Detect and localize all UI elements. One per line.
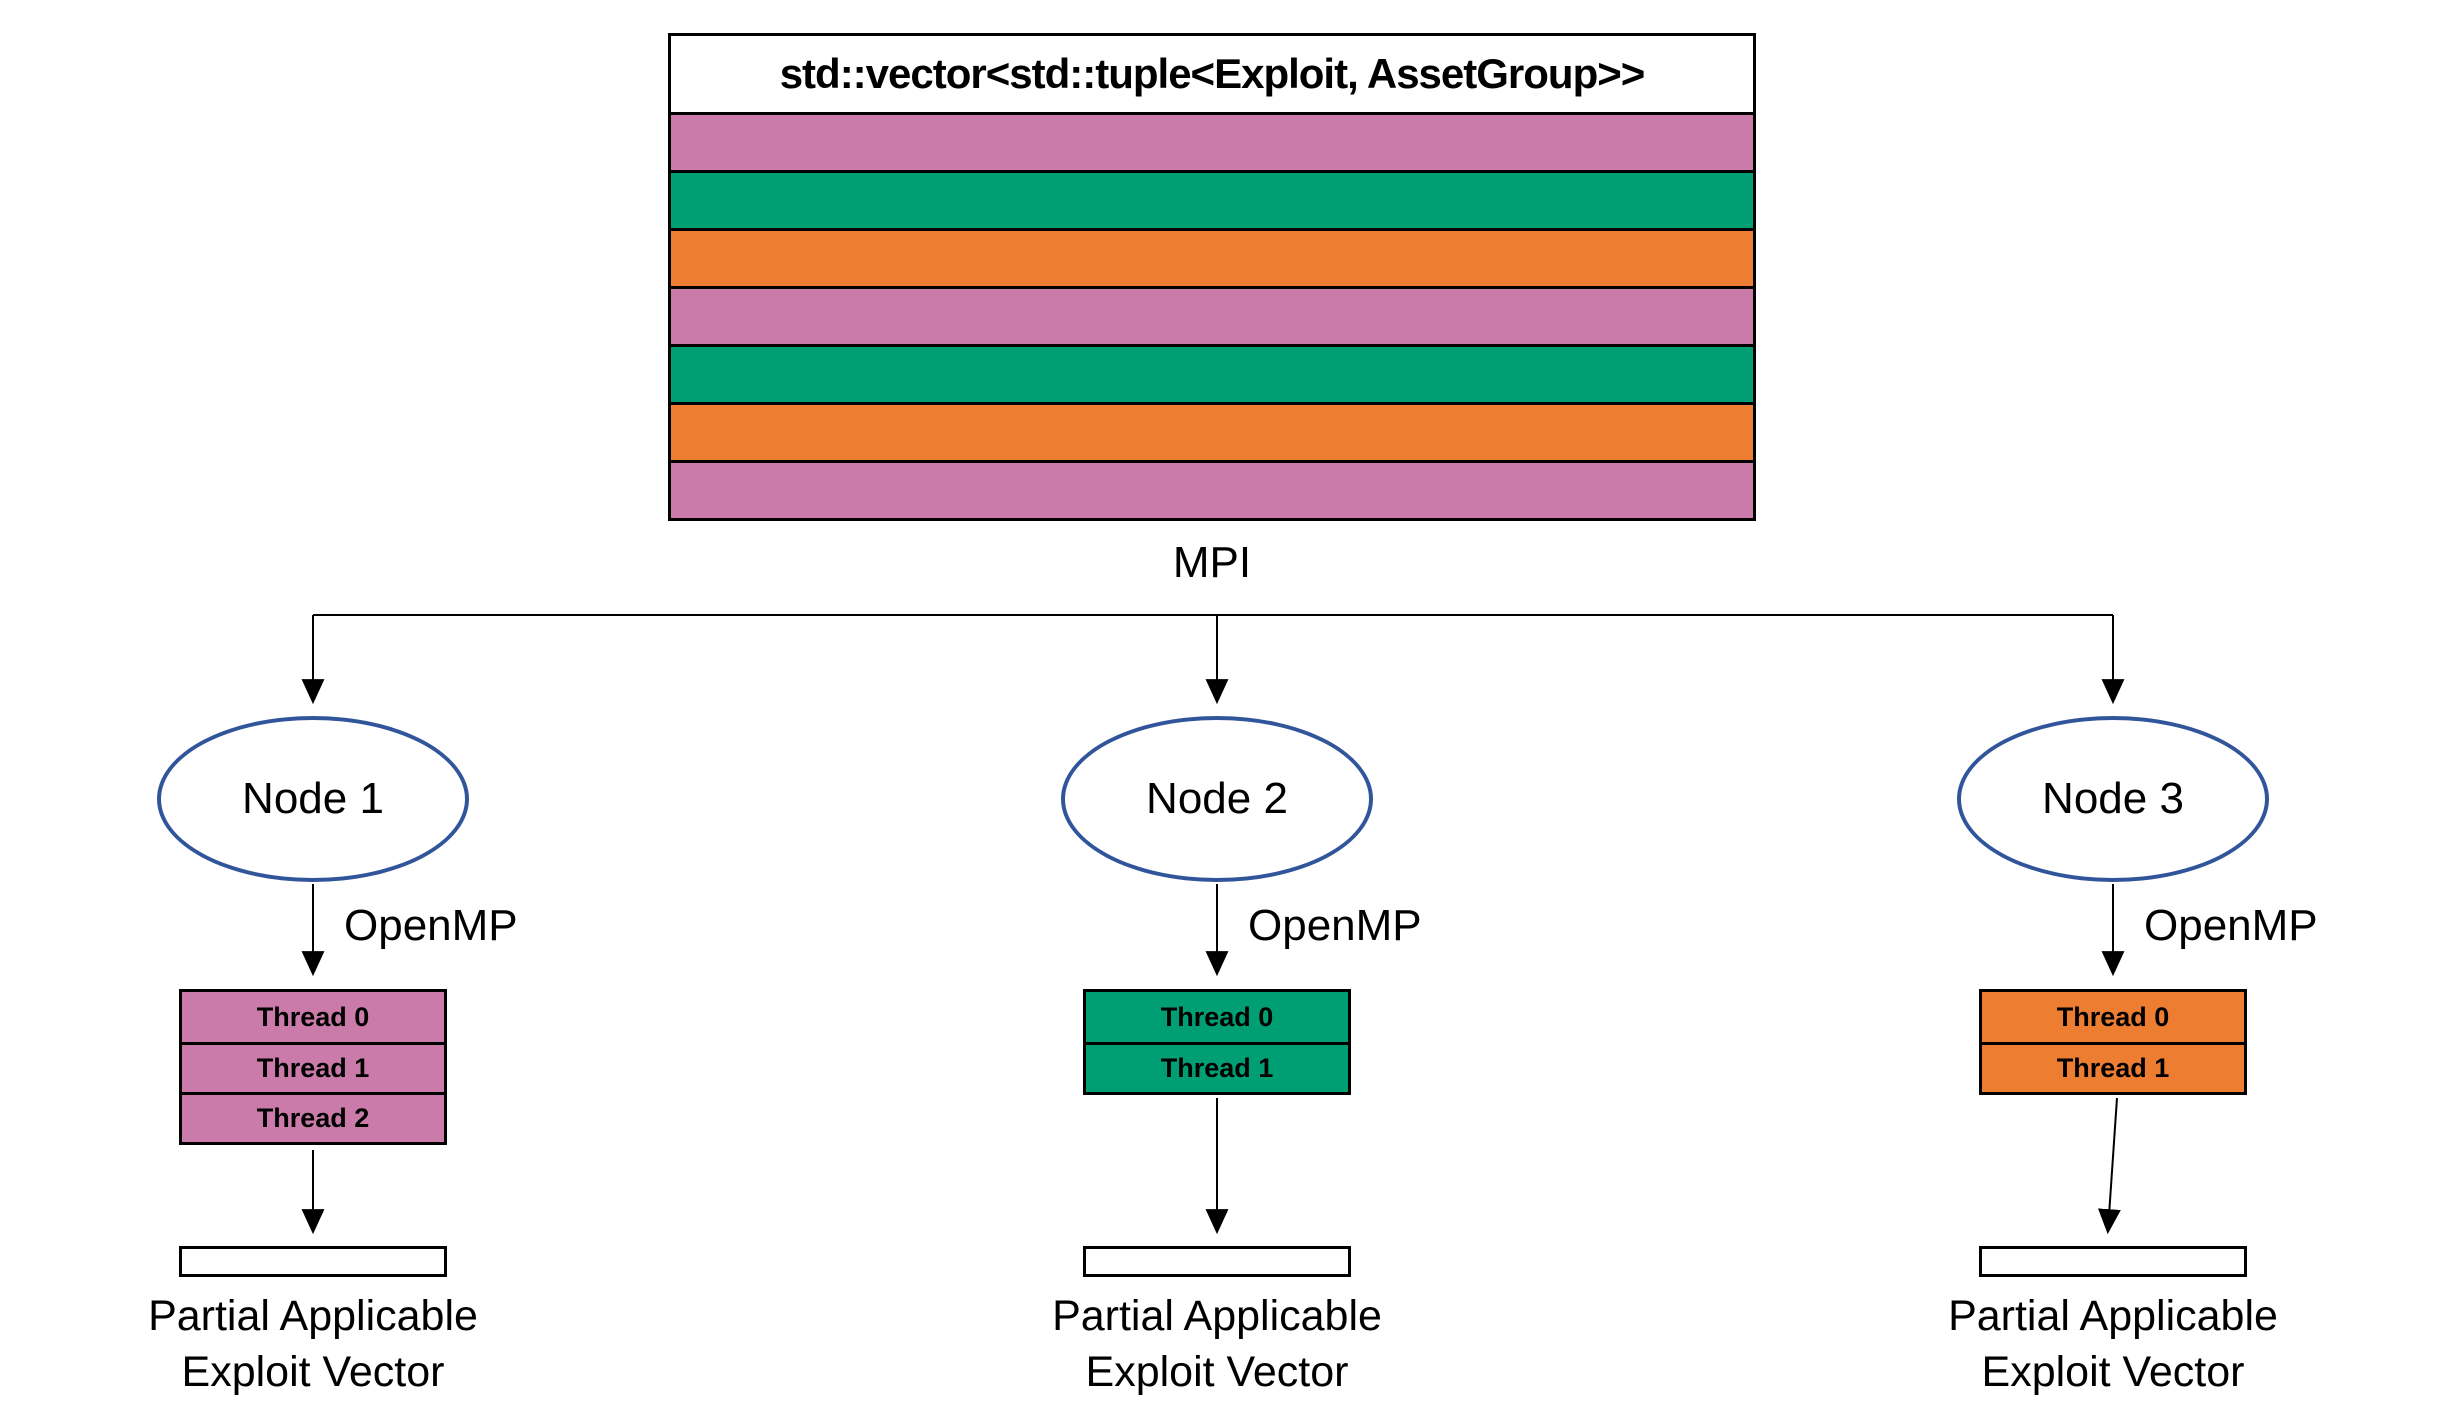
node-2-ellipse: Node 2: [1061, 716, 1373, 882]
vector-stripe-1: [671, 112, 1753, 170]
thread-row: Thread 1: [1086, 1042, 1348, 1092]
node-2-label: Node 2: [1146, 774, 1288, 823]
thread-row: Thread 0: [1982, 992, 2244, 1042]
thread-row: Thread 0: [182, 992, 444, 1042]
openmp-label-3: OpenMP: [2144, 901, 2318, 950]
node-1-ellipse: Node 1: [157, 716, 469, 882]
node-3-ellipse: Node 3: [1957, 716, 2269, 882]
partial-exploit-vector-caption-2: Partial Applicable Exploit Vector: [987, 1288, 1447, 1400]
node-3-thread-box: Thread 0 Thread 1: [1979, 989, 2247, 1095]
node-3-label: Node 3: [2042, 774, 2184, 823]
vector-stripe-7: [671, 460, 1753, 518]
vector-box-title: std::vector<std::tuple<Exploit, AssetGro…: [671, 36, 1753, 112]
thread-row: Thread 1: [1982, 1042, 2244, 1092]
thread-row: Thread 2: [182, 1092, 444, 1142]
caption-line-1: Partial Applicable: [1052, 1292, 1382, 1340]
thread-row: Thread 1: [182, 1042, 444, 1092]
exploit-vector-box: std::vector<std::tuple<Exploit, AssetGro…: [668, 33, 1756, 521]
node-2-thread-box: Thread 0 Thread 1: [1083, 989, 1351, 1095]
vector-stripe-2: [671, 170, 1753, 228]
thread-row: Thread 0: [1086, 992, 1348, 1042]
partial-exploit-vector-box-1: [179, 1246, 447, 1277]
node-1-thread-box: Thread 0 Thread 1 Thread 2: [179, 989, 447, 1145]
openmp-label-2: OpenMP: [1248, 901, 1422, 950]
caption-line-1: Partial Applicable: [1948, 1292, 2278, 1340]
openmp-label-1: OpenMP: [344, 901, 518, 950]
node-1-label: Node 1: [242, 774, 384, 823]
partial-exploit-vector-box-2: [1083, 1246, 1351, 1277]
caption-line-1: Partial Applicable: [148, 1292, 478, 1340]
vector-stripe-4: [671, 286, 1753, 344]
mpi-label: MPI: [1172, 538, 1252, 587]
caption-line-2: Exploit Vector: [1981, 1348, 2245, 1396]
vector-stripe-5: [671, 344, 1753, 402]
caption-line-2: Exploit Vector: [1085, 1348, 1349, 1396]
vector-stripe-3: [671, 228, 1753, 286]
partial-exploit-vector-caption-3: Partial Applicable Exploit Vector: [1883, 1288, 2343, 1400]
partial-exploit-vector-box-3: [1979, 1246, 2247, 1277]
vector-stripe-6: [671, 402, 1753, 460]
partial-exploit-vector-caption-1: Partial Applicable Exploit Vector: [83, 1288, 543, 1400]
caption-line-2: Exploit Vector: [181, 1348, 445, 1396]
